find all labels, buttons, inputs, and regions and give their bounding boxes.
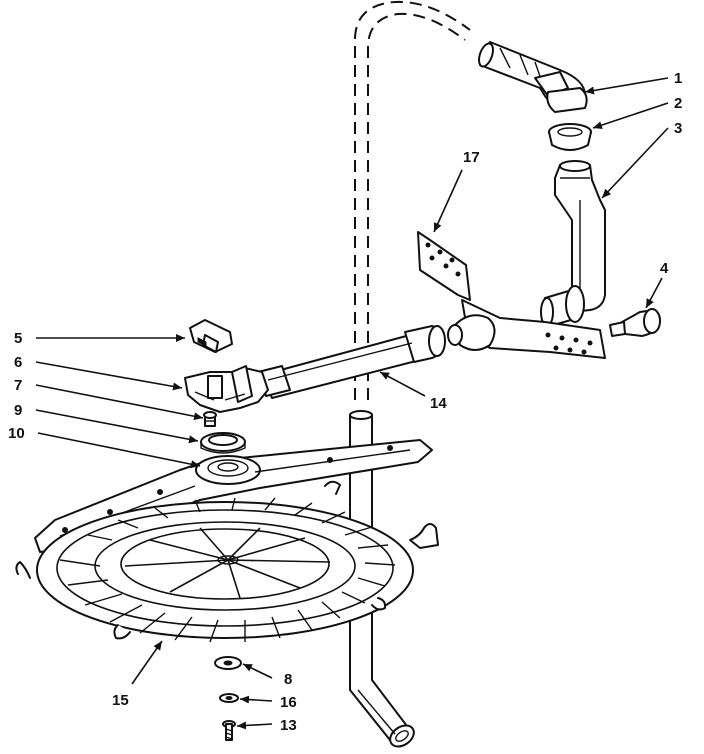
part-5-clip <box>189 319 233 353</box>
callout-6: 6 <box>14 354 22 371</box>
part-9-bearing <box>200 432 246 454</box>
callout-13: 13 <box>280 717 297 734</box>
callout-4: 4 <box>660 260 669 277</box>
callout-1: 1 <box>674 70 682 87</box>
part-8-washer <box>214 656 242 670</box>
part-6-housing <box>184 365 269 413</box>
callout-17: 17 <box>463 149 480 166</box>
tub-supply-tube <box>349 410 415 748</box>
part-2-seal <box>548 123 592 151</box>
part-3-manifold <box>540 160 606 327</box>
callout-10: 10 <box>8 425 25 442</box>
part-16-lockwasher <box>219 693 239 703</box>
part-4-fitting <box>609 308 661 337</box>
part-7-screw <box>203 411 217 427</box>
part-14-tube <box>257 325 446 399</box>
callout-5: 5 <box>14 330 22 347</box>
callout-15: 15 <box>112 692 129 709</box>
part-1-conduit <box>478 41 588 113</box>
callout-labels: 1 2 3 4 5 6 7 8 9 10 13 14 15 16 17 <box>8 70 682 734</box>
callout-8: 8 <box>284 671 292 688</box>
callout-16: 16 <box>280 694 297 711</box>
callout-14: 14 <box>430 395 447 412</box>
part-17-bracket <box>417 231 606 359</box>
callout-3: 3 <box>674 120 682 137</box>
part-15-rack <box>15 480 439 643</box>
callout-2: 2 <box>674 95 682 112</box>
callout-7: 7 <box>14 377 22 394</box>
callout-9: 9 <box>14 402 22 419</box>
leader-lines <box>35 77 669 730</box>
part-13-bolt <box>222 720 236 741</box>
supply-tube-phantom <box>354 0 471 400</box>
